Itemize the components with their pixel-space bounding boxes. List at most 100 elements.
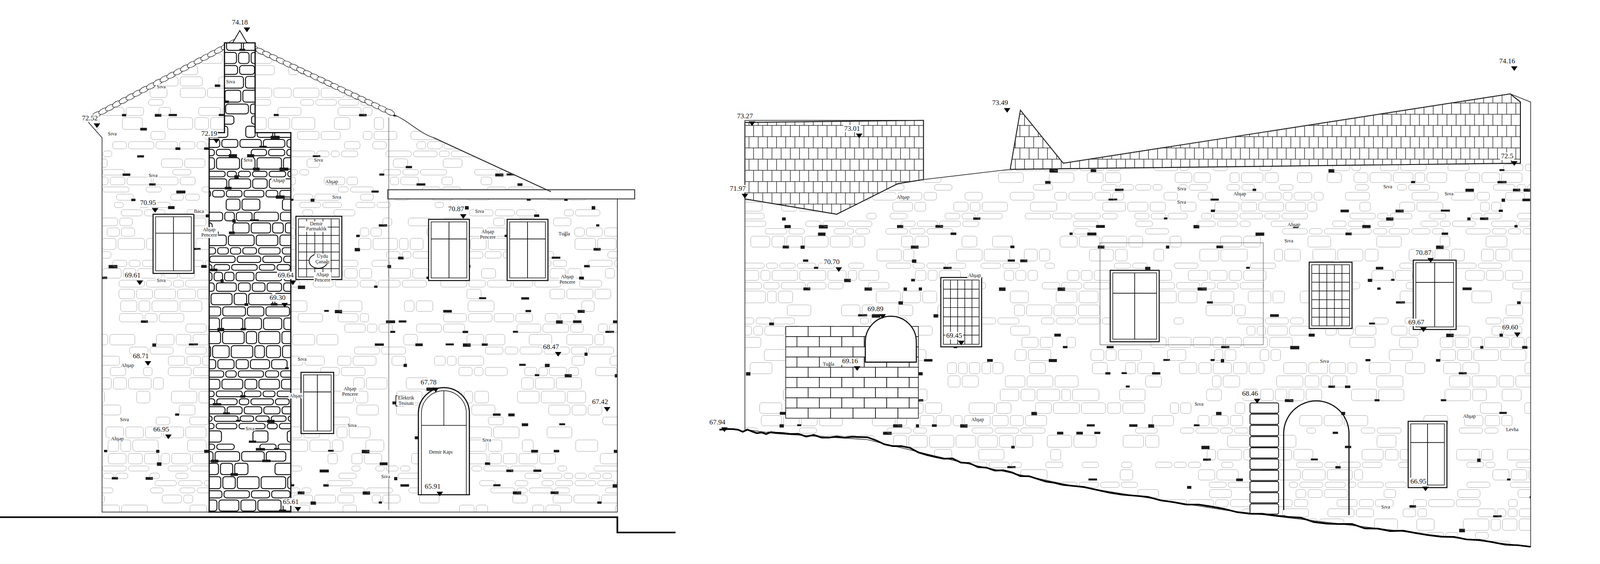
stone xyxy=(1265,172,1279,183)
stone-joint xyxy=(523,173,527,178)
stone xyxy=(515,313,533,323)
stone xyxy=(1145,228,1169,235)
stone xyxy=(257,157,282,170)
stone xyxy=(1440,221,1451,227)
stone xyxy=(196,463,219,475)
stone xyxy=(360,227,370,237)
stone-joint xyxy=(447,50,456,54)
stone xyxy=(1501,172,1523,183)
stone xyxy=(301,487,311,493)
stone xyxy=(575,238,596,250)
stone xyxy=(245,126,255,138)
stone xyxy=(1348,221,1365,227)
stone xyxy=(207,115,216,125)
stone xyxy=(1198,192,1213,201)
stone-joint xyxy=(415,343,423,346)
stone xyxy=(1307,202,1317,212)
stone xyxy=(150,487,163,493)
stone xyxy=(977,213,1003,220)
stone xyxy=(1105,172,1121,183)
stone-joint xyxy=(1048,359,1058,363)
stone xyxy=(1220,249,1248,261)
stone-joint xyxy=(631,330,637,334)
stone xyxy=(574,76,584,86)
stone xyxy=(1137,362,1155,374)
stone xyxy=(251,222,271,233)
stone-joint xyxy=(156,450,160,453)
stone xyxy=(841,305,860,316)
stone-joint xyxy=(1145,267,1150,270)
stone xyxy=(1170,236,1182,248)
stone xyxy=(804,236,828,248)
stone xyxy=(393,158,408,168)
stone-joint xyxy=(319,469,329,473)
stone-joint xyxy=(1345,385,1351,389)
stone xyxy=(225,370,237,378)
stone xyxy=(965,192,983,201)
stone xyxy=(549,367,567,376)
wall-outline xyxy=(86,40,618,513)
stone xyxy=(550,289,565,299)
stone xyxy=(356,405,379,415)
stone xyxy=(180,76,203,86)
stone xyxy=(552,495,572,503)
stone xyxy=(1502,389,1522,401)
stone xyxy=(503,453,518,465)
stone xyxy=(568,158,595,168)
stone xyxy=(200,293,210,305)
stone-joint xyxy=(310,198,315,202)
stone xyxy=(501,76,515,86)
stone xyxy=(577,65,592,75)
stone-joint xyxy=(591,206,596,210)
stone xyxy=(183,495,193,503)
stone xyxy=(487,150,509,157)
stone-joint xyxy=(1517,301,1521,305)
stone-joint xyxy=(1010,245,1015,249)
stone xyxy=(1225,337,1242,348)
stone xyxy=(153,177,179,185)
stone xyxy=(1283,192,1293,201)
stone xyxy=(199,171,225,177)
stone-joint xyxy=(165,40,170,43)
stone-joint xyxy=(176,190,186,194)
stone-joint xyxy=(973,217,981,220)
stone xyxy=(927,228,953,235)
stone xyxy=(547,427,573,438)
stone xyxy=(572,405,587,415)
stone-joint xyxy=(918,287,923,291)
stone xyxy=(300,99,314,106)
stone xyxy=(121,209,143,216)
stone xyxy=(1213,362,1232,374)
stone xyxy=(202,423,214,429)
stone xyxy=(1308,362,1328,374)
stone xyxy=(544,117,561,130)
stone xyxy=(1168,337,1192,348)
stone xyxy=(146,65,158,75)
stone xyxy=(216,282,237,292)
stone xyxy=(179,141,195,150)
stone-joint xyxy=(324,310,329,312)
stone xyxy=(886,262,911,269)
stone xyxy=(443,324,465,333)
stone xyxy=(903,249,914,261)
stone xyxy=(283,282,299,292)
stone xyxy=(390,177,399,185)
stone xyxy=(168,36,182,43)
stone xyxy=(956,249,983,261)
stone xyxy=(338,99,360,106)
stone xyxy=(150,347,173,355)
stone xyxy=(374,117,384,130)
stone xyxy=(128,466,149,472)
stone xyxy=(1447,164,1470,171)
stone xyxy=(1174,317,1184,325)
stone xyxy=(1376,236,1402,248)
stone-joint xyxy=(463,127,470,132)
stone xyxy=(1270,349,1281,361)
stone-joint xyxy=(467,50,473,53)
stone-joint xyxy=(1290,346,1300,350)
stone xyxy=(1225,349,1236,361)
stone xyxy=(427,141,443,150)
stone-joint xyxy=(779,424,784,428)
stone xyxy=(550,99,562,106)
stone xyxy=(225,104,249,114)
